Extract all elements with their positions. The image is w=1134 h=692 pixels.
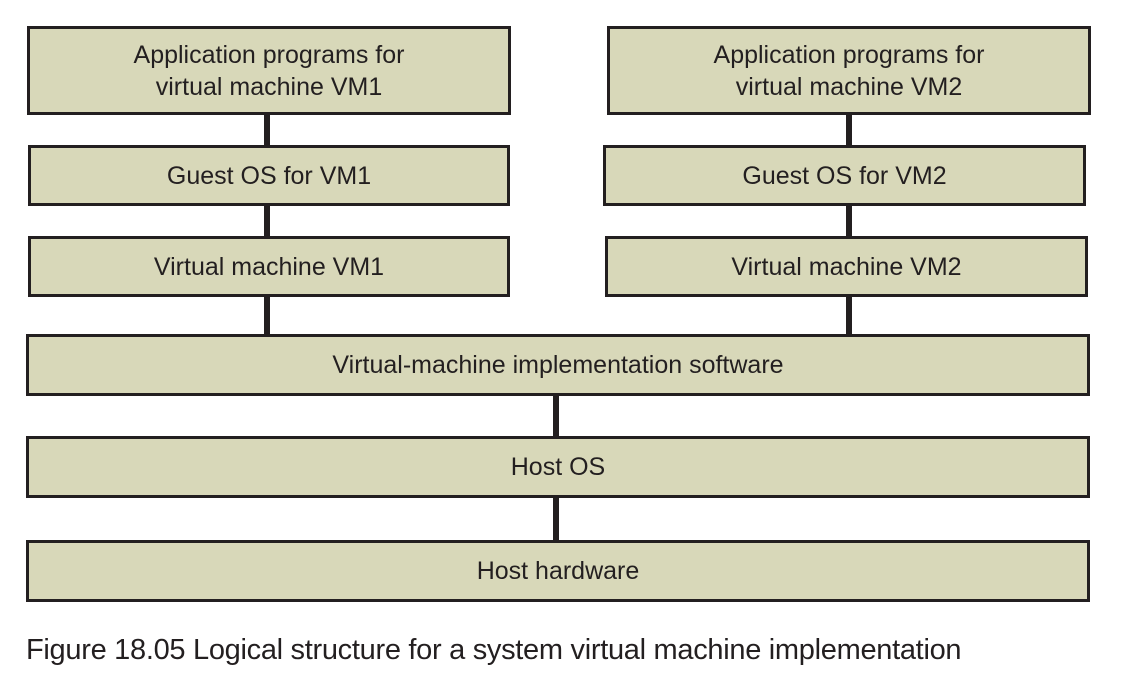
host-hardware-label: Host hardware xyxy=(476,557,640,585)
connector-vm1-to-software xyxy=(264,296,270,335)
host-os-box: Host OS xyxy=(26,436,1090,498)
vm-implementation-software-label: Virtual-machine implementation software xyxy=(332,351,784,379)
vm1-application-programs-label-line1: Application programs for xyxy=(133,40,405,69)
vm2-virtual-machine-label: Virtual machine VM2 xyxy=(731,252,962,281)
vm2-application-programs-box: Application programs for virtual machine… xyxy=(607,26,1091,115)
host-hardware-box: Host hardware xyxy=(26,540,1090,602)
connector-host-os-to-hardware xyxy=(553,497,559,541)
connector-software-to-host-os xyxy=(553,395,559,437)
connector-vm2-app-to-guest xyxy=(846,114,852,146)
vm1-guest-os-box: Guest OS for VM1 xyxy=(28,145,510,206)
vm2-virtual-machine-box: Virtual machine VM2 xyxy=(605,236,1088,297)
vm1-application-programs-label-line2: virtual machine VM1 xyxy=(155,72,383,101)
connector-vm1-guest-to-vm xyxy=(264,205,270,237)
vm2-application-programs-label-line1: Application programs for xyxy=(713,40,985,69)
figure-caption: Figure 18.05 Logical structure for a sys… xyxy=(26,634,962,666)
vm1-application-programs-box: Application programs for virtual machine… xyxy=(27,26,511,115)
vm2-guest-os-box: Guest OS for VM2 xyxy=(603,145,1086,206)
connector-vm2-to-software xyxy=(846,296,852,335)
vm1-virtual-machine-box: Virtual machine VM1 xyxy=(28,236,510,297)
vm1-virtual-machine-label: Virtual machine VM1 xyxy=(153,252,385,281)
host-os-label: Host OS xyxy=(510,453,606,481)
vm2-application-programs-label-line2: virtual machine VM2 xyxy=(735,72,963,101)
vm2-guest-os-label: Guest OS for VM2 xyxy=(742,161,947,190)
connector-vm1-app-to-guest xyxy=(264,114,270,146)
vm-implementation-software-box: Virtual-machine implementation software xyxy=(26,334,1090,396)
vm1-guest-os-label: Guest OS for VM1 xyxy=(166,161,372,190)
connector-vm2-guest-to-vm xyxy=(846,205,852,237)
